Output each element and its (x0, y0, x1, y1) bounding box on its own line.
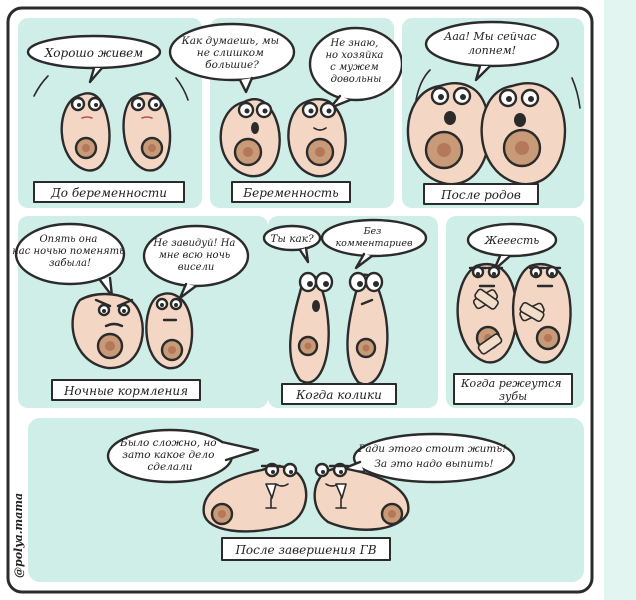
breast-right (122, 92, 172, 172)
panel-after-birth: Ааа! Мы сейчас лопнем! (402, 18, 584, 208)
caption-text: Когда режеутся зубы (460, 377, 565, 403)
speech-bubble: Жееесть (466, 222, 558, 272)
panel-night-feeding: Опять она нас ночью поменять забыла! Не … (12, 216, 268, 408)
speech-bubble: Без комментариев (320, 218, 428, 270)
speech-text: Не завидуй! На мне всю ночь висели (152, 238, 238, 273)
speech-text: Не знаю, но хозяйка с мужем довольны (325, 38, 386, 85)
speech-text: Без комментариев (335, 226, 413, 249)
breast-left (219, 98, 281, 178)
speech-bubble: Опять она нас ночью поменять забыла! (12, 222, 128, 298)
speech-bubble: Как думаешь, мы не слишком большие? (168, 22, 296, 94)
speech-text: Ради этого стоит жить! За это надо выпит… (357, 443, 509, 470)
speech-text: Ты как? (270, 233, 314, 245)
caption-text: Беременность (242, 186, 338, 200)
panel-caption: Когда колики (281, 383, 397, 405)
panel-caption: После родов (423, 183, 539, 205)
caption-text: Когда колики (295, 388, 382, 402)
speech-bubble: Ааа! Мы сейчас лопнем! (424, 20, 560, 82)
speech-bubble: Не знаю, но хозяйка с мужем довольны (308, 26, 404, 110)
breast-left (71, 292, 144, 370)
breast-left (202, 462, 308, 533)
breast-right (512, 262, 572, 364)
speech-text: Опять она нас ночью поменять забыла! (12, 234, 128, 269)
panel-caption: Ночные кормления (51, 379, 201, 401)
panel-caption: Когда режеутся зубы (453, 373, 573, 405)
breast-right (480, 82, 567, 186)
panel-caption: До беременности (33, 181, 185, 203)
panel-caption: После завершения ГВ (221, 537, 391, 561)
comic-frame (6, 6, 594, 594)
speech-bubble: Ради этого стоит жить! За это надо выпит… (338, 432, 516, 484)
breast-left (406, 82, 491, 186)
speech-text: Хорошо живем (44, 46, 144, 60)
caption-text: После родов (440, 188, 521, 202)
speech-bubble: Хорошо живем (26, 34, 162, 84)
breast-left (456, 262, 518, 364)
speech-text: Жееесть (484, 234, 539, 247)
breast-right (287, 98, 347, 178)
breast-right (346, 271, 389, 386)
speech-bubble: Было сложно, но зато какое дело сделали (106, 428, 260, 484)
panel-after-breastfeeding: Было сложно, но зато какое дело сделали … (28, 418, 584, 582)
breast-right (145, 292, 194, 370)
panel-before-pregnancy: Хорошо живем (18, 18, 202, 208)
breast-right (313, 462, 410, 531)
caption-text: После завершения ГВ (234, 543, 376, 557)
panel-caption: Беременность (231, 181, 351, 203)
panel-colic: Ты как? Без комментариев (262, 216, 438, 408)
wine-glass-icon (265, 483, 277, 509)
speech-text: Как думаешь, мы не слишком большие? (181, 35, 283, 71)
caption-text: До беременности (50, 186, 167, 200)
speech-text: Было сложно, но зато какое дело сделали (119, 437, 220, 473)
panel-teething: Жееесть (446, 216, 584, 408)
author-watermark: @polya.mama (12, 493, 25, 578)
breast-left (289, 271, 334, 384)
side-strip (604, 0, 636, 600)
breast-left (60, 92, 111, 172)
panel-pregnancy: Как думаешь, мы не слишком большие? Не з… (168, 18, 404, 208)
caption-text: Ночные кормления (63, 384, 188, 398)
speech-bubble: Ты как? (262, 224, 322, 264)
wine-glass-icon (335, 483, 347, 509)
speech-text: Ааа! Мы сейчас лопнем! (443, 30, 540, 57)
